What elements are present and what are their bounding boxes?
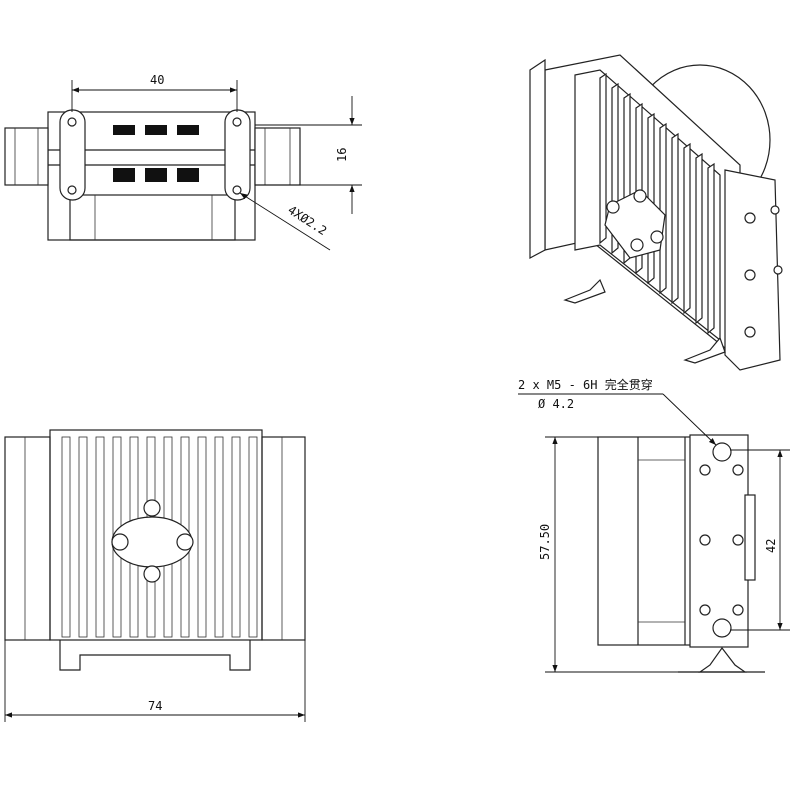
hole-spacing-dimension-42: 42 <box>764 539 778 553</box>
heatsink-fin <box>599 72 607 245</box>
top-view: 40 16 4XØ2.2 <box>4 73 362 251</box>
fan-left <box>4 436 51 641</box>
heatsink-fin <box>197 436 207 638</box>
height-dimension-16: 16 <box>335 148 349 162</box>
heatsink-fin <box>707 162 715 335</box>
width-dimension-74: 74 <box>148 699 162 713</box>
heatsink-fin <box>61 436 71 638</box>
heatsink-fin <box>695 152 703 325</box>
heatsink-fin <box>683 142 691 315</box>
fan-right <box>254 127 301 186</box>
heatsink-fin <box>671 132 679 305</box>
heatsink-fin <box>95 436 105 638</box>
heatsink-fin <box>214 436 224 638</box>
heatsink-fin <box>231 436 241 638</box>
heatsink-fin <box>78 436 88 638</box>
hole-diameter-note: Ø 4.2 <box>538 397 574 411</box>
side-view: 57.50 42 2 x M5 - 6H 完全贯穿 Ø 4.2 <box>518 377 790 673</box>
fan-left <box>4 127 49 186</box>
hole-note: 4XØ2.2 <box>285 203 329 238</box>
isometric-view <box>529 54 783 371</box>
fan-right <box>261 436 306 641</box>
heatsink-fin <box>248 436 258 638</box>
heatsink-fin <box>659 122 667 295</box>
width-dimension-40: 40 <box>150 73 164 87</box>
height-dimension-57-50: 57.50 <box>538 524 552 560</box>
front-view: 74 <box>4 429 306 722</box>
thread-note: 2 x M5 - 6H 完全贯穿 <box>518 377 653 392</box>
